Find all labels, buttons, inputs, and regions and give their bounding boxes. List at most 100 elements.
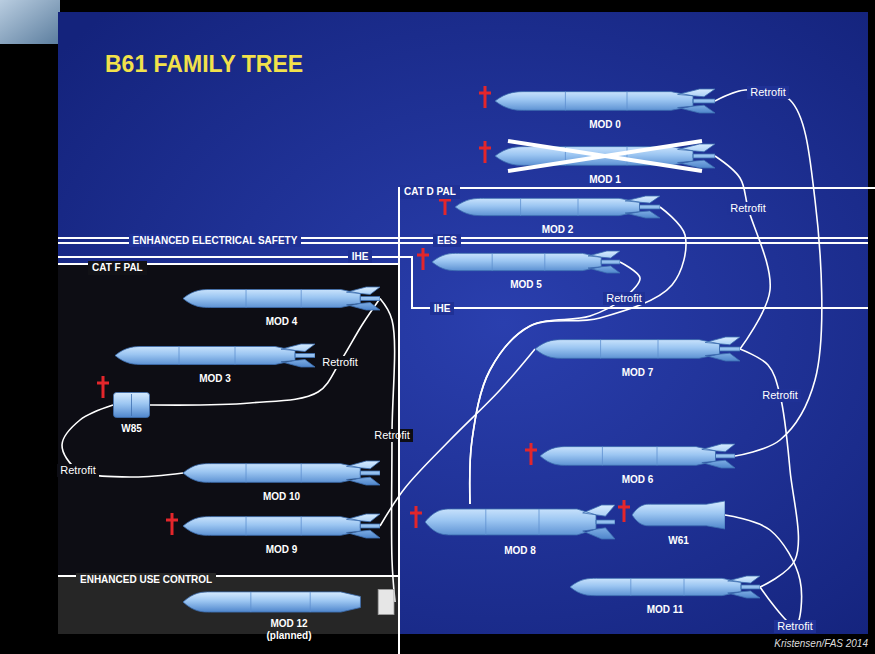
weapon-drawing xyxy=(113,392,150,418)
weapon-node: MOD 0 xyxy=(495,88,715,132)
model-label: MOD 1 xyxy=(589,174,621,186)
model-label: MOD 6 xyxy=(622,474,654,486)
band-line xyxy=(600,340,601,359)
band-line xyxy=(246,517,247,536)
edge-label: Retrofit xyxy=(774,620,815,633)
weapon-node: MOD 9 xyxy=(183,513,380,557)
weapon-shape xyxy=(535,337,740,361)
model-label: MOD 11 xyxy=(647,604,684,616)
weapon-drawing xyxy=(115,343,315,368)
weapon-shape xyxy=(425,505,615,539)
model-label: MOD 4 xyxy=(266,316,298,328)
photo-corner xyxy=(0,0,60,44)
weapon-shape xyxy=(432,251,620,273)
band-line xyxy=(544,253,545,270)
model-label: MOD 9 xyxy=(266,544,298,556)
band-line xyxy=(179,347,180,365)
weapon-shape xyxy=(540,444,735,468)
weapon-node: MOD 4 xyxy=(183,286,380,329)
bomb-body xyxy=(570,576,760,598)
w61-body xyxy=(632,501,725,529)
dagger-symbol xyxy=(525,443,537,465)
edge-label: Retrofit xyxy=(747,86,788,99)
credit-note: Kristensen/FAS 2014 xyxy=(774,638,868,650)
retrofit-line xyxy=(715,90,822,456)
weapon-node: MOD 12 (planned) xyxy=(183,588,395,643)
band-label: IHE xyxy=(348,250,373,263)
weapon-shape xyxy=(570,576,760,598)
bomb-body xyxy=(183,287,380,310)
weapon-drawing xyxy=(183,286,380,311)
weapon-shape xyxy=(115,344,315,367)
region-band: ENHANCED USE CONTROL MOD 12 (planned) xyxy=(58,575,398,654)
weapon-drawing xyxy=(425,504,615,540)
weapon-drawing xyxy=(183,513,380,539)
band-line xyxy=(301,517,302,536)
edge-label: Retrofit xyxy=(603,292,644,305)
region-label: CAT D PAL xyxy=(400,185,460,199)
weapon-drawing xyxy=(540,443,735,469)
weapon-node: MOD 6 xyxy=(540,443,735,487)
band-line xyxy=(684,578,685,595)
weapon-node: MOD 7 xyxy=(535,336,740,380)
region-band: CAT D PAL MOD 2 MOD 5 MOD 7 MOD 6 MOD 8 W61MOD… xyxy=(398,187,875,654)
bomb-body xyxy=(425,505,615,539)
band-line xyxy=(658,340,659,359)
edge-label: Retrofit xyxy=(319,356,360,369)
bomb-body xyxy=(183,592,360,612)
weapon-node: MOD 1 xyxy=(495,143,715,187)
edge-label: Retrofit xyxy=(727,202,768,215)
weapon-drawing xyxy=(570,575,760,599)
slide-panel xyxy=(58,12,868,634)
cross-out-line xyxy=(508,141,702,171)
weapon-drawing xyxy=(432,250,620,274)
bomb-body xyxy=(183,514,380,538)
edge-label: Retrofit xyxy=(759,389,800,402)
weapon-drawing xyxy=(183,460,380,486)
band-line xyxy=(657,447,658,466)
bomb-body xyxy=(535,337,740,361)
dark-region xyxy=(58,264,398,634)
weapon-drawing xyxy=(455,195,660,219)
weapon-shape xyxy=(114,393,150,418)
band-line xyxy=(578,198,579,215)
weapon-shape xyxy=(495,144,715,168)
weapon-drawing xyxy=(495,143,715,169)
weapon-node: W61 xyxy=(632,500,725,548)
weapon-node: MOD 3 xyxy=(115,343,315,386)
band-line xyxy=(565,147,566,166)
region-label: ENHANCED USE CONTROL xyxy=(76,573,216,587)
weapon-node: MOD 8 xyxy=(425,504,615,558)
retrofit-line xyxy=(740,349,798,587)
bomb-body xyxy=(455,196,660,218)
cross-out-line xyxy=(508,141,702,171)
band-line xyxy=(627,92,628,111)
retrofit-line xyxy=(380,299,395,603)
model-label: W61 xyxy=(668,535,689,547)
band-line xyxy=(131,394,132,416)
band-label: ENHANCED ELECTRICAL SAFETY xyxy=(129,234,302,247)
band-line xyxy=(539,509,540,535)
model-label: MOD 2 xyxy=(542,224,574,236)
dagger-symbol xyxy=(410,506,422,528)
warhead-box xyxy=(114,393,150,418)
band-line xyxy=(301,290,302,308)
dagger-symbol xyxy=(417,248,429,270)
edge-label: Retrofit xyxy=(371,429,412,442)
weapon-shape xyxy=(495,89,715,113)
weapon-node: MOD 5 xyxy=(432,250,620,292)
weapon-drawing xyxy=(535,336,740,362)
band-line xyxy=(235,347,236,365)
model-label: MOD 7 xyxy=(622,367,654,379)
dagger-symbol xyxy=(97,376,109,398)
tail-kit xyxy=(378,589,394,614)
weapon-node: MOD 10 xyxy=(183,460,380,504)
band-line xyxy=(630,578,631,595)
bomb-body xyxy=(495,89,715,113)
band-label: IHE xyxy=(430,302,455,315)
model-label: MOD 12 (planned) xyxy=(257,618,321,642)
model-label: MOD 8 xyxy=(504,545,536,557)
band-line xyxy=(246,464,247,483)
